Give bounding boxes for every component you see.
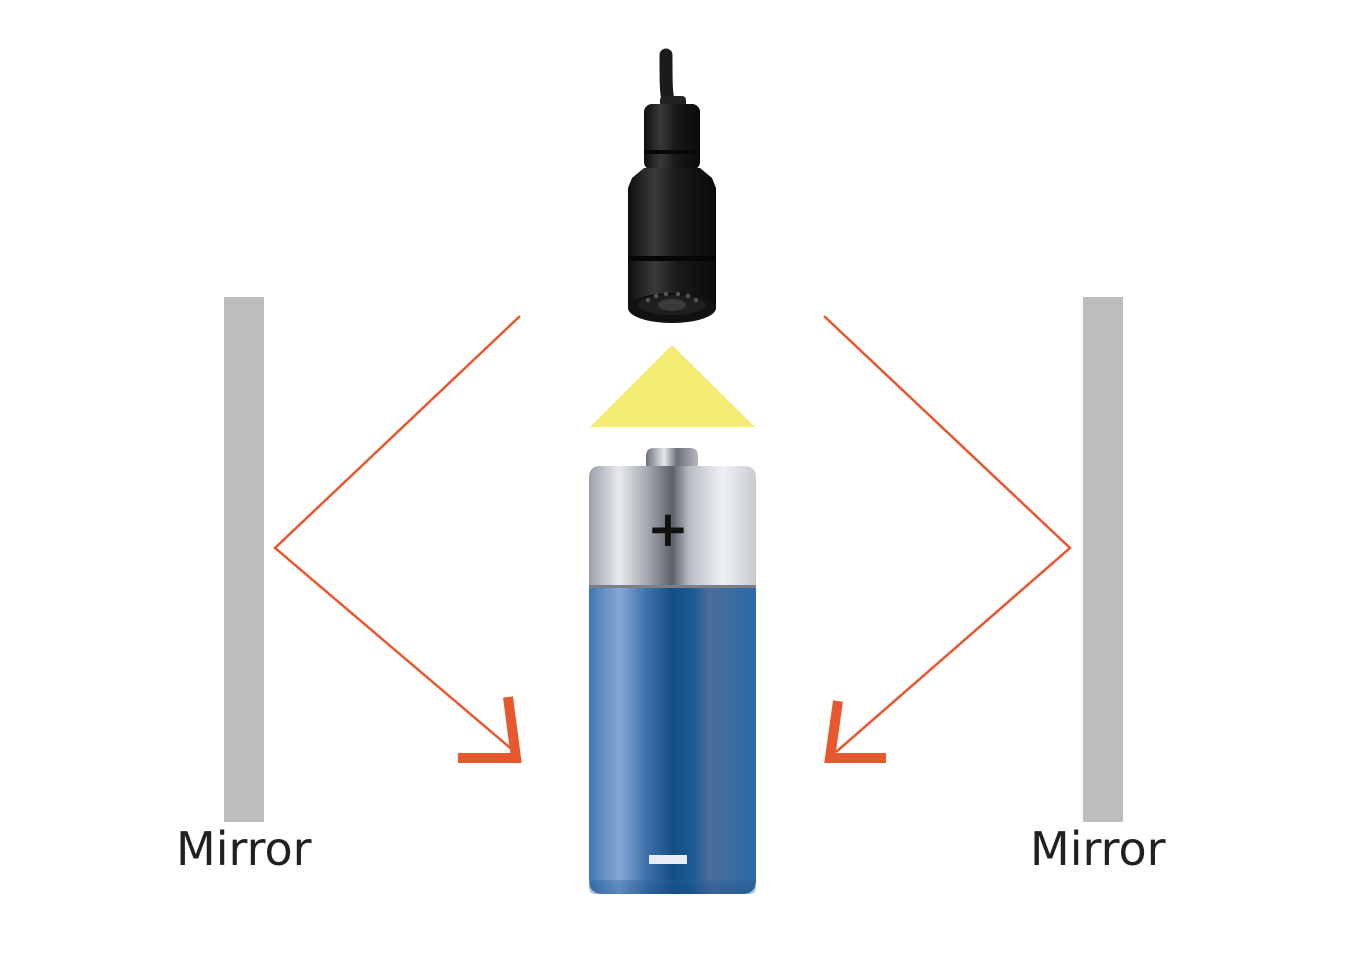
battery-icon: + — [589, 448, 756, 894]
mirror-right — [1083, 297, 1123, 822]
reflection-arrow-icon — [824, 700, 886, 763]
mirror-label-left: Mirror — [176, 822, 312, 876]
mirror-label-right: Mirror — [1030, 822, 1166, 876]
reflection-path-left — [273, 315, 522, 763]
reflection-path-right — [823, 315, 1072, 763]
mirror-left — [224, 297, 264, 822]
battery-plus-sign: + — [647, 500, 689, 558]
camera-icon — [628, 48, 716, 323]
reflection-arrow-icon — [458, 696, 522, 763]
light-cone-icon — [590, 345, 755, 427]
battery-minus-sign — [649, 855, 687, 864]
